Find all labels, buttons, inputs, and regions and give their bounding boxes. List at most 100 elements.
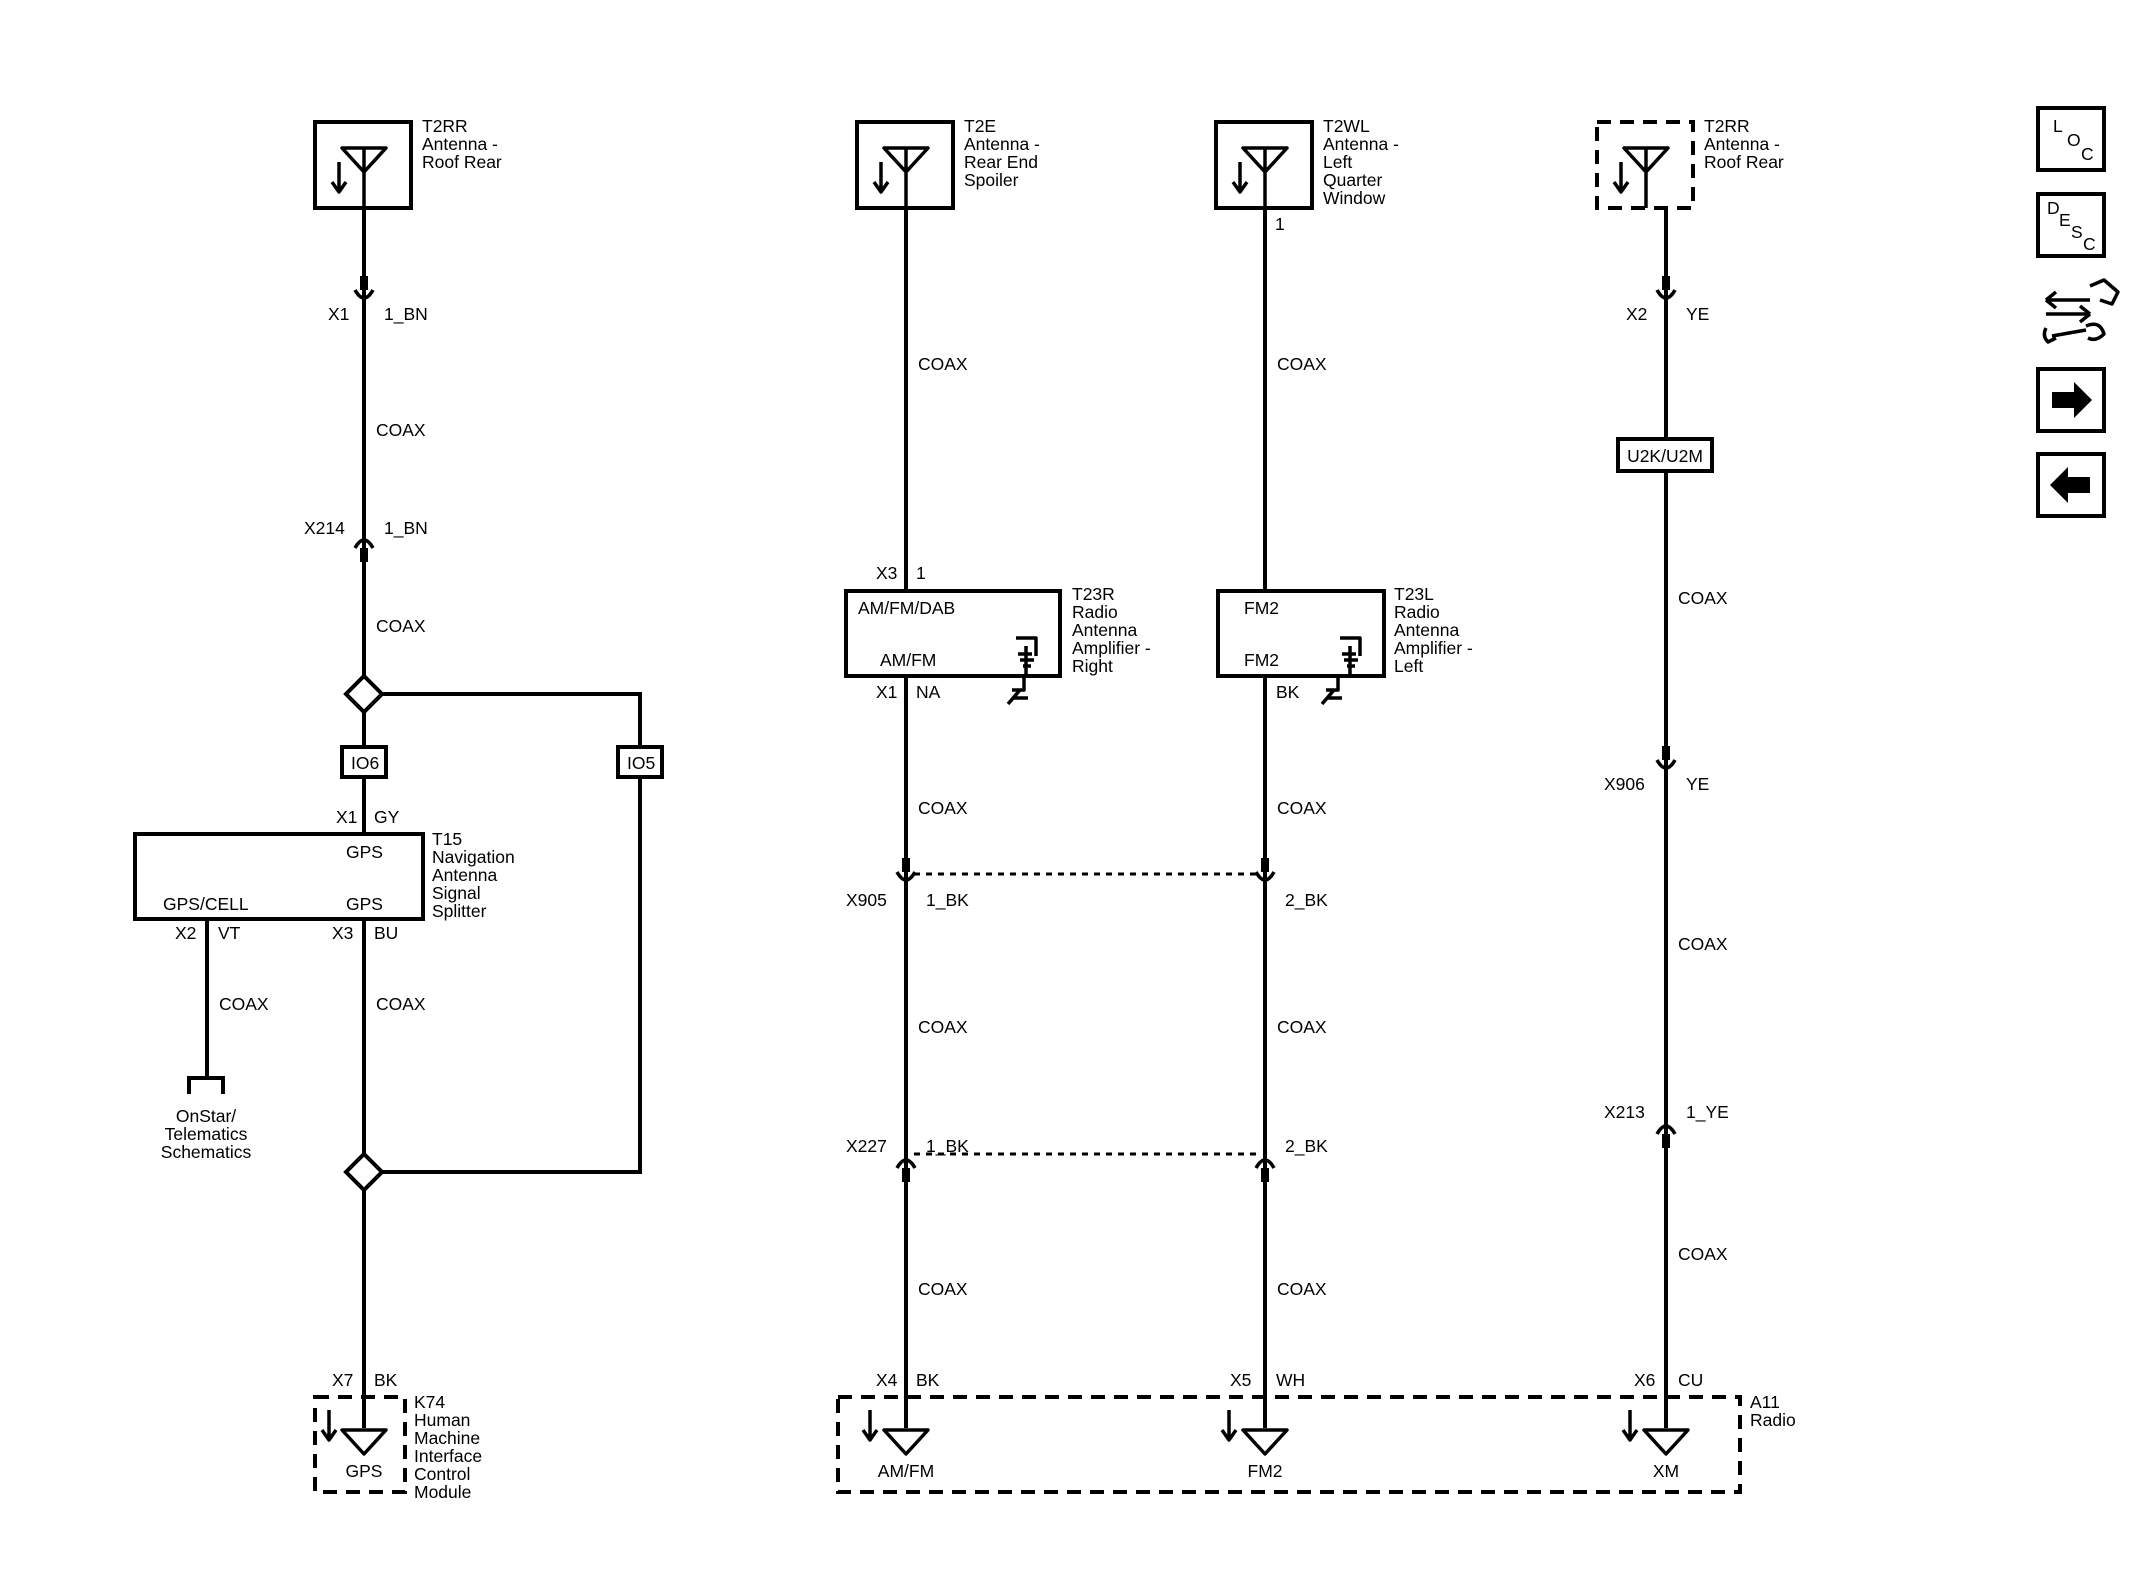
label-line: Window <box>1323 188 1386 208</box>
antenna-icon <box>882 146 930 208</box>
connector-label: X906 <box>1604 774 1645 794</box>
option-io5[interactable]: IO5 <box>616 745 664 779</box>
connector-label: X905 <box>846 890 887 910</box>
label-line: Antenna - <box>1323 134 1399 154</box>
connector-label: X3 <box>876 563 897 583</box>
connector-x227-pin2[interactable] <box>1254 1158 1276 1182</box>
ground-icon <box>1016 636 1038 676</box>
wire-color-label: GY <box>374 807 400 827</box>
label-line: Roof Rear <box>422 152 502 172</box>
antenna-roof-rear[interactable] <box>313 120 413 210</box>
antenna-icon <box>882 1428 930 1456</box>
wire-color-label: 2_BK <box>1285 1136 1328 1157</box>
wire-type-label: COAX <box>918 1017 968 1037</box>
connector-label: X6 <box>1634 1370 1655 1390</box>
connector-x2-xm[interactable] <box>1655 276 1677 300</box>
radio-antenna-amplifier-left[interactable]: FM2 FM2 <box>1216 589 1386 678</box>
desc-button[interactable]: D E S C <box>2036 192 2106 258</box>
label-line: Schematics <box>161 1142 252 1162</box>
antenna-icon <box>1241 1428 1289 1456</box>
wire-color-label: VT <box>218 923 241 943</box>
antenna-icon <box>1642 1428 1690 1456</box>
previous-page-button[interactable] <box>2036 452 2106 518</box>
label-line: Signal <box>432 883 481 903</box>
option-io6[interactable]: IO6 <box>340 745 388 779</box>
label-line: Interface <box>414 1446 482 1466</box>
antenna-icon <box>340 146 388 208</box>
arrow-down-icon <box>872 162 890 194</box>
arrow-down-icon <box>1220 1410 1238 1442</box>
navigation-antenna-signal-splitter[interactable]: GPS GPS/CELL GPS <box>133 832 425 921</box>
label-line: A11 <box>1750 1392 1780 1412</box>
antenna-roof-rear-2[interactable] <box>1595 120 1695 210</box>
label-line: Antenna <box>1394 620 1459 640</box>
port-label: FM2 <box>1244 598 1279 618</box>
port-label: GPS <box>346 842 383 862</box>
port-label: FM2 <box>1248 1461 1283 1481</box>
connector-x227[interactable] <box>895 1158 917 1182</box>
splice-top[interactable] <box>343 673 385 715</box>
ground-icon <box>1006 676 1028 706</box>
hmi-control-module[interactable]: GPS <box>313 1395 407 1494</box>
pin-label: 1 <box>916 563 926 583</box>
option-u2k-u2m[interactable]: U2K/U2M <box>1616 437 1714 473</box>
antenna-left-quarter-window[interactable] <box>1214 120 1314 210</box>
wire-type-label: COAX <box>1277 354 1327 374</box>
label-line: T23R <box>1072 584 1115 604</box>
label-line: Left <box>1394 656 1423 676</box>
splice-bottom[interactable] <box>343 1151 385 1193</box>
wire-type-label: COAX <box>918 1279 968 1299</box>
label-line: T23L <box>1394 584 1434 604</box>
radio-module[interactable]: AM/FM FM2 XM <box>836 1395 1742 1494</box>
connector-wrench-icon[interactable] <box>2042 278 2120 344</box>
option-label: IO6 <box>351 753 379 773</box>
port-label: XM <box>1653 1461 1679 1481</box>
label-line: Splitter <box>432 901 487 921</box>
arrow-down-icon <box>320 1410 338 1442</box>
loc-button[interactable]: L O C <box>2036 106 2106 172</box>
port-label: FM2 <box>1244 650 1279 670</box>
connector-x1[interactable] <box>353 276 375 300</box>
label-line: Radio <box>1072 602 1118 622</box>
connector-x213[interactable] <box>1655 1124 1677 1148</box>
label-line: Spoiler <box>964 170 1019 190</box>
wire-color-label: BK <box>916 1370 940 1390</box>
label-line: Left <box>1323 152 1352 172</box>
arrow-right-icon <box>2052 382 2092 418</box>
option-label: U2K/U2M <box>1627 446 1703 466</box>
connector-x214[interactable] <box>353 538 375 562</box>
port-label: GPS <box>346 894 383 914</box>
wire-type-label: COAX <box>918 354 968 374</box>
wire-color-label: YE <box>1686 304 1709 324</box>
label-line: Antenna <box>1072 620 1137 640</box>
label-line: Machine <box>414 1428 480 1448</box>
antenna-rear-end-spoiler[interactable] <box>855 120 955 210</box>
wire-type-label: COAX <box>1277 1017 1327 1037</box>
connector-label: X1 <box>336 807 357 827</box>
port-label: GPS/CELL <box>163 894 249 914</box>
wire-color-label: BU <box>374 923 398 943</box>
label-line: K74 <box>414 1392 445 1412</box>
desc-letter: D <box>2047 198 2060 218</box>
wire-type-label: COAX <box>376 616 426 636</box>
wire-color-label: CU <box>1678 1370 1703 1390</box>
wire-color-label: 1_BK <box>926 890 969 911</box>
label-line: Control <box>414 1464 470 1484</box>
label-line: Radio <box>1394 602 1440 622</box>
connector-x905-pin2[interactable] <box>1254 858 1276 882</box>
label-line: Right <box>1072 656 1113 676</box>
wire-color-label: 1_YE <box>1686 1102 1729 1123</box>
wire-type-label: COAX <box>1678 588 1728 608</box>
connector-label: X5 <box>1230 1370 1251 1390</box>
connector-x906[interactable] <box>1655 746 1677 770</box>
port-label: AM/FM <box>878 1461 934 1481</box>
column-amfm: T2E Antenna - Rear End Spoiler COAX X3 1… <box>844 116 1151 1428</box>
column-xm: T2RR Antenna - Roof Rear X2 YE U2K/U2M C… <box>1595 116 1784 1428</box>
radio-antenna-amplifier-right[interactable]: AM/FM/DAB AM/FM <box>844 589 1062 678</box>
port-label: AM/FM <box>880 650 936 670</box>
next-page-button[interactable] <box>2036 367 2106 433</box>
arrow-down-icon <box>330 162 348 194</box>
connector-x905[interactable] <box>895 858 917 882</box>
wire-color-label: 2_BK <box>1285 890 1328 911</box>
onstar-reference-bracket[interactable] <box>187 1076 225 1094</box>
